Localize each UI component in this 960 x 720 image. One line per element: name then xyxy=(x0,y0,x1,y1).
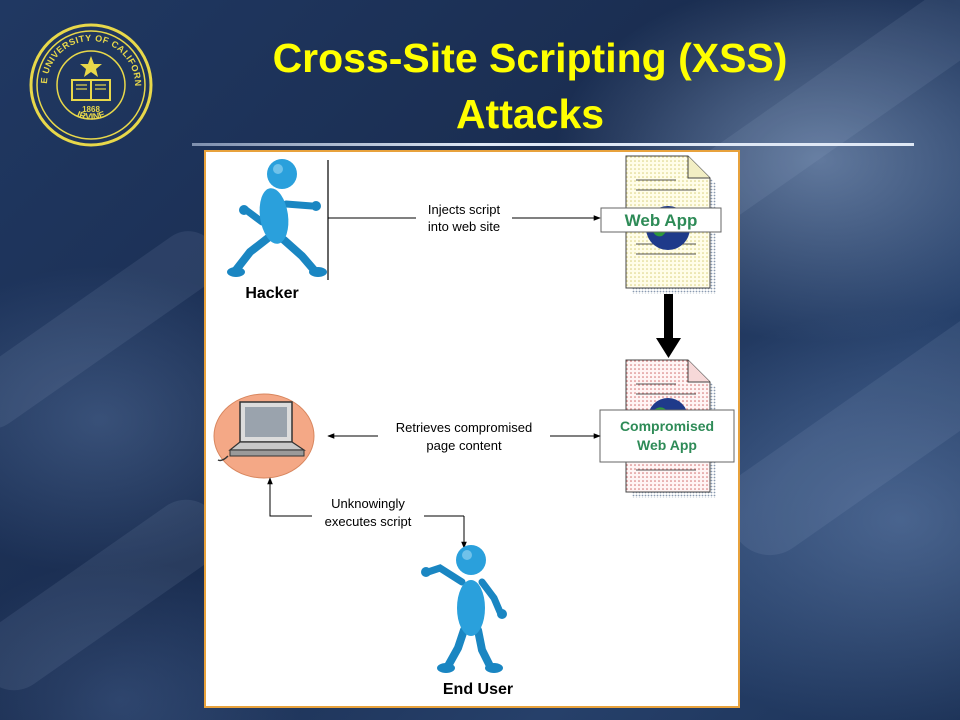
execute-label-line-1: Unknowingly xyxy=(331,496,405,511)
inject-label-line-2: into web site xyxy=(428,219,500,234)
web-app-label: Web App xyxy=(625,211,698,230)
hacker-label: Hacker xyxy=(245,285,298,302)
university-seal: THE UNIVERSITY OF CALIFORNIA IRVINE 1868 xyxy=(28,22,153,147)
xss-diagram: Hacker Injects script into web site Web … xyxy=(210,155,735,698)
slide-title-line-1: Cross-Site Scripting (XSS) xyxy=(272,35,788,81)
title-divider xyxy=(192,143,914,146)
inject-label-line-1: Injects script xyxy=(428,202,501,217)
slide-title-line-2: Attacks xyxy=(455,91,605,137)
compromise-arrow xyxy=(656,294,681,358)
compromised-label-line-2: Web App xyxy=(637,437,697,453)
compromised-web-app-badge xyxy=(599,409,735,463)
star-icon xyxy=(80,56,102,77)
hacker-figure-icon xyxy=(227,159,327,277)
execute-label-line-2: executes script xyxy=(325,514,412,529)
diagram-panel: Hacker Injects script into web site Web … xyxy=(204,150,740,708)
end-user-figure-icon xyxy=(421,545,507,673)
retrieve-label-line-1: Retrieves compromised xyxy=(396,420,533,435)
seal-outer-ring xyxy=(29,23,153,147)
seal-year: 1868 xyxy=(82,105,100,114)
compromised-label-line-1: Compromised xyxy=(620,418,714,434)
slide-title: Cross-Site Scripting (XSS) Attacks xyxy=(190,30,870,142)
web-app-badge xyxy=(600,207,722,233)
seal-text-bottom: IRVINE xyxy=(76,109,107,122)
retrieve-label-line-2: page content xyxy=(426,438,502,453)
end-user-label: End User xyxy=(443,681,513,698)
laptop-icon xyxy=(210,392,318,479)
